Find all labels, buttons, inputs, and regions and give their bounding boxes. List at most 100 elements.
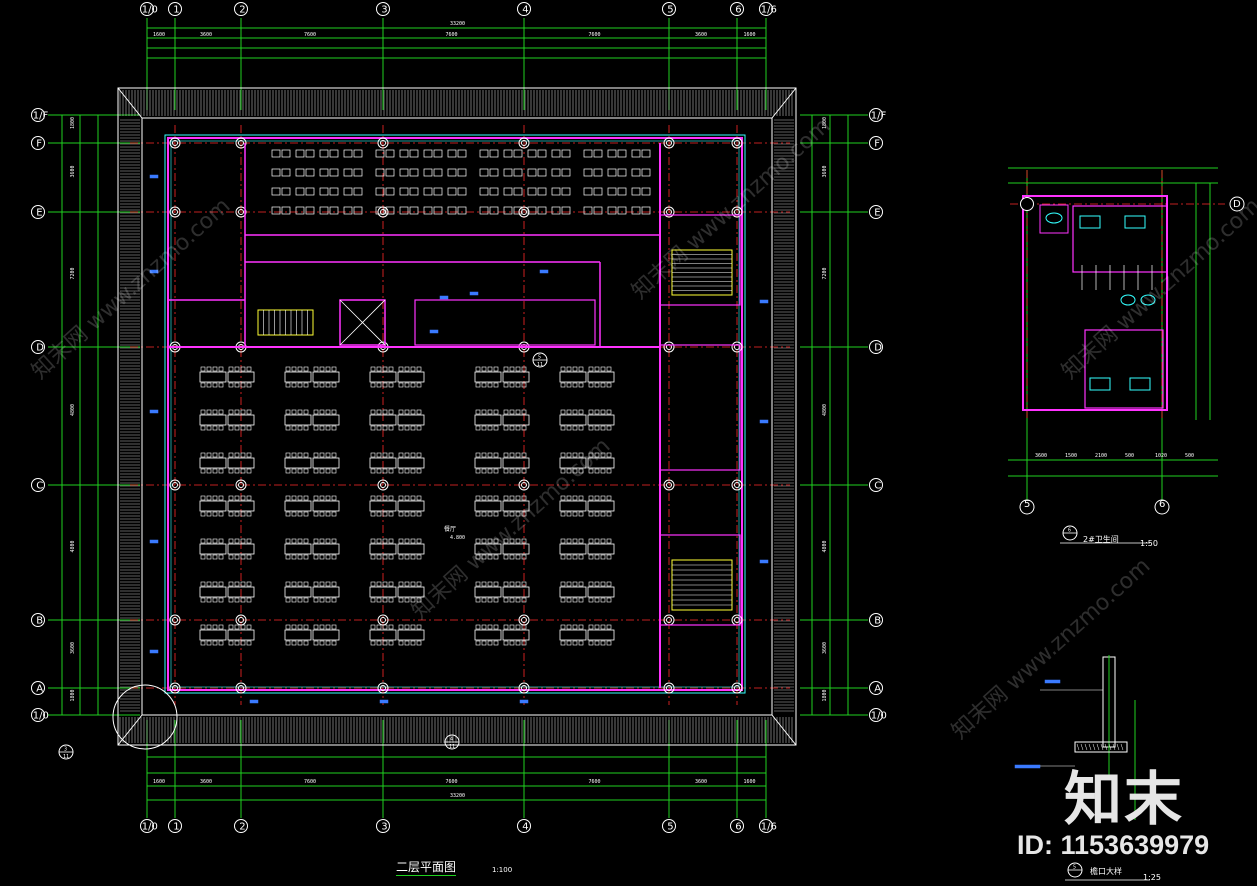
dining-chair	[588, 624, 594, 630]
dining-table	[284, 371, 312, 383]
axis-bubble-col-bottom	[168, 819, 182, 833]
dining-chair	[578, 495, 584, 501]
structural-column	[377, 479, 389, 491]
dining-chair	[325, 511, 331, 517]
dining-chair	[228, 468, 234, 474]
dining-table	[312, 586, 340, 598]
dining-table	[587, 457, 615, 469]
classroom-desk	[385, 187, 395, 196]
dining-chair	[325, 581, 331, 587]
dining-chair	[572, 624, 578, 630]
watermark-diagonal-5: 知末网 www.znzmo.com	[1057, 194, 1257, 385]
dining-chair	[246, 624, 252, 630]
dining-table	[397, 371, 425, 383]
classroom-desk	[561, 187, 571, 196]
dining-chair	[606, 538, 612, 544]
axis-bubble-col-top	[662, 2, 676, 16]
dining-chair	[325, 409, 331, 415]
dining-chair	[319, 597, 325, 603]
dining-chair	[588, 554, 594, 560]
dining-chair	[416, 366, 422, 372]
dining-table	[312, 543, 340, 555]
dining-chair	[228, 409, 234, 415]
dining-chair	[481, 366, 487, 372]
classroom-desk	[527, 168, 537, 177]
dining-chair	[303, 495, 309, 501]
dining-chair	[572, 366, 578, 372]
axis-bubble-row-right	[869, 681, 883, 695]
dining-chair	[416, 640, 422, 646]
dining-chair	[376, 581, 382, 587]
detail-eave-scale: 1:25	[1143, 873, 1161, 882]
dining-chair	[240, 581, 246, 587]
dining-chair	[297, 382, 303, 388]
dining-chair	[200, 452, 206, 458]
dim-text-right: 1800	[822, 689, 828, 701]
dining-chair	[234, 409, 240, 415]
dining-chair	[606, 425, 612, 431]
dining-table	[227, 457, 255, 469]
dim-text-bottom: 1600	[153, 779, 165, 785]
dining-chair	[509, 640, 515, 646]
dining-chair	[594, 624, 600, 630]
dim-text-top: 3600	[200, 32, 212, 38]
dining-chair	[303, 597, 309, 603]
dining-chair	[503, 554, 509, 560]
dining-chair	[228, 495, 234, 501]
classroom-desk	[607, 206, 617, 215]
structural-column	[663, 137, 675, 149]
dining-table	[227, 414, 255, 426]
structural-column	[518, 479, 530, 491]
classroom-desk	[399, 149, 409, 158]
dining-chair	[521, 495, 527, 501]
dining-chair	[234, 511, 240, 517]
dining-chair	[600, 511, 606, 517]
dim-text-left: 1800	[70, 117, 76, 129]
dining-chair	[319, 468, 325, 474]
dining-table	[559, 414, 587, 426]
dining-table	[199, 371, 227, 383]
axis-bubble-col-bottom	[234, 819, 248, 833]
axis-bubble-row-right-label: 1/F	[871, 111, 887, 122]
dining-chair	[206, 624, 212, 630]
dining-chair	[560, 366, 566, 372]
classroom-desk	[551, 149, 561, 158]
dining-chair	[382, 554, 388, 560]
classroom-desk	[489, 168, 499, 177]
classroom-desk	[433, 187, 443, 196]
detail-toilet-scale: 1:50	[1140, 539, 1158, 548]
dt-dim-text: 1020	[1155, 453, 1167, 459]
dining-chair	[297, 425, 303, 431]
dining-chair	[515, 495, 521, 501]
dining-chair	[319, 624, 325, 630]
axis-bubble-col-top	[376, 2, 390, 16]
dining-chair	[560, 640, 566, 646]
dt-axis-bubble-6	[1154, 499, 1170, 515]
dining-chair	[515, 581, 521, 587]
dining-chair	[285, 468, 291, 474]
classroom-desk	[305, 149, 315, 158]
dining-chair	[376, 425, 382, 431]
dining-chair	[228, 425, 234, 431]
dining-chair	[246, 538, 252, 544]
dining-chair	[600, 640, 606, 646]
dining-chair	[206, 425, 212, 431]
dining-chair	[382, 409, 388, 415]
structural-column-inner	[172, 685, 178, 691]
exterior-window-inner	[170, 140, 740, 688]
dining-chair	[410, 366, 416, 372]
dining-chair	[246, 468, 252, 474]
watermark-id: ID: 1153639979	[1017, 830, 1210, 860]
dining-chair	[560, 581, 566, 587]
dining-chair	[481, 452, 487, 458]
dining-chair	[509, 597, 515, 603]
dining-chair	[515, 409, 521, 415]
dining-chair	[285, 366, 291, 372]
room-label-tag	[439, 295, 449, 300]
dining-chair	[416, 511, 422, 517]
dining-chair	[291, 366, 297, 372]
dining-chair	[578, 597, 584, 603]
dining-chair	[200, 409, 206, 415]
dining-chair	[291, 640, 297, 646]
dining-chair	[560, 495, 566, 501]
